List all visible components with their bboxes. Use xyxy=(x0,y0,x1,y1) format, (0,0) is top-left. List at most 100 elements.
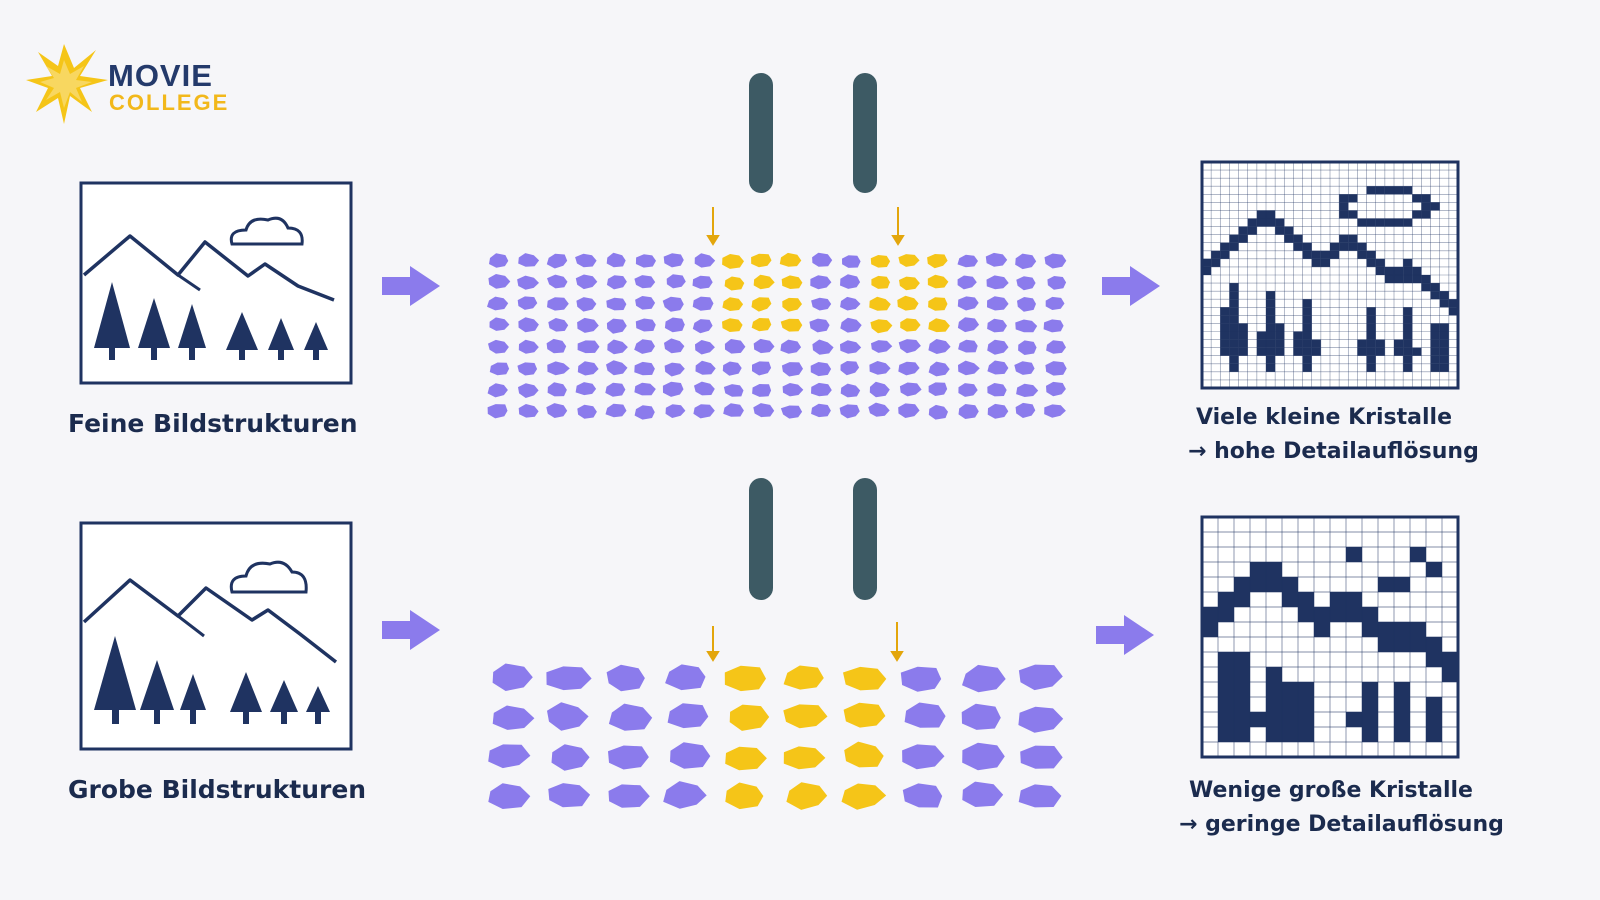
output-pixel xyxy=(1394,266,1404,275)
output-pixel xyxy=(1366,339,1376,348)
crystal xyxy=(1017,297,1036,312)
crystal xyxy=(489,362,510,376)
output-pixel xyxy=(1218,697,1234,712)
exposed-crystal xyxy=(899,276,920,291)
output-pixel xyxy=(1238,347,1248,356)
output-pixel xyxy=(1410,637,1426,652)
crystal xyxy=(492,663,533,691)
output-pixel xyxy=(1298,712,1314,727)
output-pixel xyxy=(1339,210,1349,219)
output-pixel xyxy=(1403,363,1413,372)
output-pixel xyxy=(1234,712,1250,727)
crystal xyxy=(958,360,980,376)
output-pixel xyxy=(1366,186,1376,195)
exposed-crystal xyxy=(843,702,886,728)
crystal xyxy=(811,382,832,397)
crystal xyxy=(840,296,861,311)
output-pixel xyxy=(1375,266,1385,275)
output-pixel xyxy=(1314,607,1330,622)
output-pixel xyxy=(1426,652,1442,667)
arrow-down-icon xyxy=(706,207,720,246)
output-pixel xyxy=(1366,355,1376,364)
output-pixel xyxy=(1421,202,1431,211)
crystal xyxy=(575,274,598,290)
output-pixel xyxy=(1330,607,1346,622)
crystal xyxy=(692,319,713,334)
output-pixel xyxy=(1311,339,1321,348)
output-pixel xyxy=(1302,315,1312,324)
crystal xyxy=(518,383,539,398)
caption-fine-line1: Viele kleine Kristalle xyxy=(1196,405,1452,430)
output-pixel xyxy=(1275,339,1285,348)
output-pixel xyxy=(1384,266,1394,275)
output-pixel xyxy=(1403,315,1413,324)
output-pixel xyxy=(1430,323,1440,332)
exposed-crystal xyxy=(869,296,891,311)
crystal xyxy=(547,361,570,376)
crystal xyxy=(488,783,531,809)
output-pixel xyxy=(1430,331,1440,340)
output-pixel xyxy=(1302,250,1312,259)
output-pixel xyxy=(1266,363,1276,372)
output-pixel xyxy=(1339,234,1349,243)
pixelated-landscape-icon xyxy=(1200,515,1460,759)
crystal xyxy=(753,403,775,418)
crystal xyxy=(840,340,862,354)
crystal xyxy=(1016,383,1039,397)
crystal xyxy=(577,317,599,333)
landscape-frame-icon xyxy=(79,181,353,385)
output-pixel xyxy=(1302,331,1312,340)
output-pixel xyxy=(1448,299,1458,308)
output-pixel xyxy=(1362,727,1378,742)
output-pixel xyxy=(1430,283,1440,292)
crystal xyxy=(1018,664,1063,691)
crystal xyxy=(575,253,597,268)
output-pixel xyxy=(1375,186,1385,195)
exposed-crystal xyxy=(783,665,824,690)
crystal xyxy=(957,317,980,333)
output-pixel xyxy=(1298,592,1314,607)
output-pixel xyxy=(1229,299,1239,308)
output-pixel xyxy=(1282,727,1298,742)
crystal xyxy=(576,297,597,312)
output-pixel xyxy=(1256,339,1266,348)
crystal xyxy=(928,339,951,354)
output-pixel xyxy=(1298,607,1314,622)
output-pixel xyxy=(1234,697,1250,712)
crystal xyxy=(987,296,1009,311)
output-pixel xyxy=(1375,218,1385,227)
output-pixel xyxy=(1430,355,1440,364)
crystal xyxy=(902,744,945,770)
output-pixel xyxy=(1366,218,1376,227)
output-pixel xyxy=(1266,667,1282,682)
exposed-crystal xyxy=(751,318,772,332)
crystal xyxy=(663,781,707,809)
crystal xyxy=(1045,296,1065,310)
output-pixel xyxy=(1410,547,1426,562)
output-pixel xyxy=(1339,194,1349,203)
output-pixel xyxy=(1439,355,1449,364)
crystal xyxy=(488,744,531,769)
crystal xyxy=(902,783,943,808)
exposed-crystal xyxy=(786,782,828,810)
crystal xyxy=(517,296,538,310)
crystal xyxy=(987,403,1009,419)
output-pixel xyxy=(1238,331,1248,340)
output-pixel xyxy=(1250,562,1266,577)
output-pixel xyxy=(1384,275,1394,284)
caption-fine-output: Viele kleine Kristalle → hohe Detailaufl… xyxy=(1188,401,1479,469)
output-pixel xyxy=(1266,682,1282,697)
exposed-crystal xyxy=(781,275,803,289)
output-pixel xyxy=(1426,637,1442,652)
crystal xyxy=(986,275,1009,290)
arrow-right-icon xyxy=(382,266,440,306)
output-pixel xyxy=(1394,712,1410,727)
crystal xyxy=(548,318,569,332)
arrow-down-icon xyxy=(706,626,720,662)
output-pixel xyxy=(1256,218,1266,227)
crystal xyxy=(810,362,832,377)
crystal xyxy=(753,338,775,354)
movie-college-logo: MOVIE COLLEGE xyxy=(26,44,227,124)
crystal xyxy=(812,339,834,355)
crystal xyxy=(546,403,568,418)
